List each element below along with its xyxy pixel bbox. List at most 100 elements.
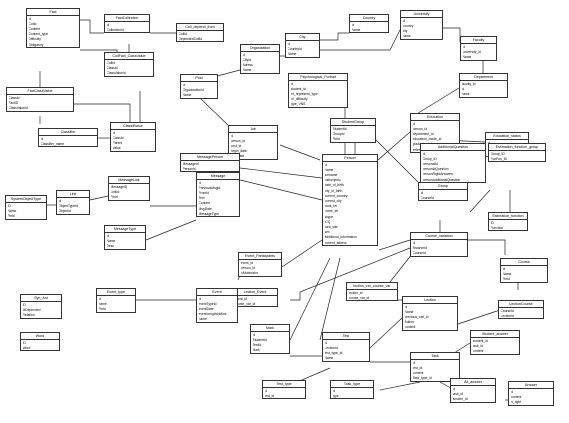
entity-field: Name: [287, 51, 297, 56]
entity-field: Parent: [112, 140, 123, 145]
entity-field: id: [287, 41, 291, 46]
entity-field: inf_represent_type: [290, 91, 318, 96]
entity-field: test_id: [264, 393, 275, 398]
entity-title: MessageLink: [109, 177, 149, 184]
entity-field: ICQ: [324, 219, 331, 224]
rel-factcollection-fact: [80, 19, 104, 34]
entity-field: Value: [112, 146, 121, 151]
entity-field: id: [182, 82, 186, 87]
entity-field: PreviousMsgId: [198, 185, 221, 190]
entity-title: Course: [501, 259, 547, 266]
entity-title: Post: [181, 75, 217, 82]
entity-field: content: [510, 394, 522, 399]
entity-title: lection_var_course_var: [347, 283, 397, 290]
entity-field: Name: [182, 92, 192, 97]
entity-field: id: [422, 151, 426, 156]
entity-field: sex: [324, 230, 330, 235]
rel-person-mark: [289, 257, 331, 341]
entity-field: LectionId: [324, 345, 338, 350]
entity-title: Word: [21, 333, 59, 340]
entity-field: event_id: [240, 260, 253, 265]
entity-field: city: [402, 28, 408, 33]
entity-field: ObjectId: [58, 208, 71, 213]
rel-person-course-variation: [378, 239, 411, 251]
entity-field: event_id: [234, 296, 247, 301]
entity-title: Coll_depend_from: [177, 24, 223, 31]
entity-title: Estimation_function: [489, 213, 527, 220]
rel-test-lection: [369, 317, 403, 349]
rel-messagetype-message: [145, 219, 197, 241]
entity-field: TeacherId: [412, 245, 427, 250]
entity-title: Message: [197, 173, 239, 180]
entity-field: ID: [490, 220, 494, 225]
entity-field: id: [28, 16, 32, 21]
entity-title: AdditionalQuestion: [421, 144, 485, 151]
entity-title: Job: [229, 126, 277, 133]
entity-field: id: [242, 52, 246, 57]
entity-field: id: [112, 130, 116, 135]
entity-field: is_right: [510, 399, 522, 404]
entity-field: Name: [404, 309, 414, 314]
entity-title: Event_Participants: [239, 253, 281, 260]
entity-field: id: [290, 81, 294, 86]
entity-title: CollFact_ClassValue: [105, 53, 153, 60]
entity-field: name: [98, 301, 107, 306]
entity-title: Group: [419, 183, 467, 190]
entity-field: Desc: [106, 243, 115, 248]
rel-course-variation-lvcv: [389, 253, 413, 283]
entity-title: Department: [460, 74, 507, 81]
entity-field: ClassId: [112, 135, 124, 140]
entity-field: TestId: [252, 342, 262, 347]
entity-field: Name: [7, 208, 17, 213]
entity-field: id: [198, 296, 202, 301]
entity-field: ObjectTypeId: [58, 203, 78, 208]
entity-field: test_id: [412, 365, 423, 370]
entity-field: ID: [22, 340, 26, 345]
entity-field: ClassValueId: [8, 105, 28, 110]
entity-field: id: [230, 133, 234, 138]
rel-city-university: [320, 29, 401, 51]
entity-field: Field: [7, 213, 15, 218]
entity-field: Name: [324, 167, 334, 172]
entity-field: faculty_id: [461, 81, 476, 86]
entity-title: Answer: [509, 382, 553, 389]
entity-field: Author: [404, 320, 415, 325]
entity-field: patronymic: [324, 178, 341, 183]
entity-field: personalId: [422, 161, 438, 166]
entity-field: id: [402, 18, 406, 23]
entity-title: Classifier: [39, 129, 97, 136]
entity-field: CityId: [242, 57, 251, 62]
rel-messageperson-person: [239, 167, 323, 179]
entity-field: inf_difficulty: [290, 97, 308, 102]
entity-field: personIdQuestion: [422, 167, 449, 172]
entity-field: FactID: [8, 100, 19, 105]
entity-field: id: [40, 136, 44, 141]
entity-field: id: [332, 388, 336, 393]
